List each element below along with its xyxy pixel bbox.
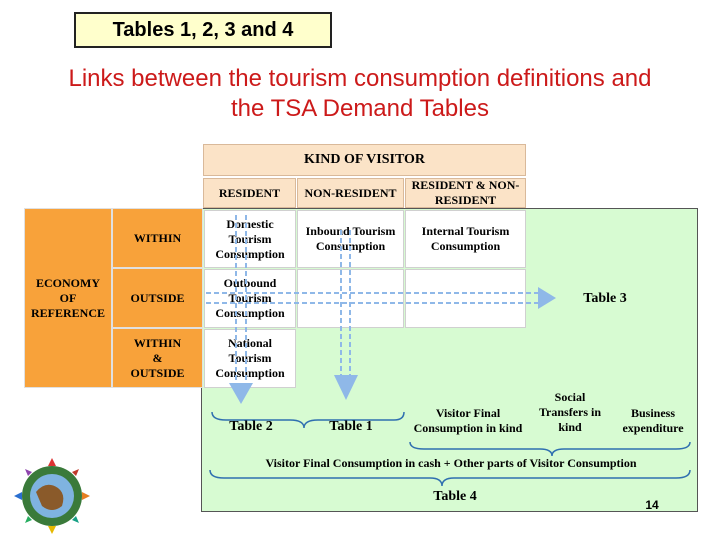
national-tourism-consumption-cell: National Tourism Consumption xyxy=(204,329,296,388)
table-1-label: Table 1 xyxy=(329,419,373,434)
empty-cell-outside-both xyxy=(405,269,526,328)
business-line-1: Business xyxy=(630,406,676,420)
business-line-2: expenditure xyxy=(622,421,684,435)
domestic-line-3: Consumption xyxy=(215,246,285,261)
visitor-final-consumption-in-cash: Visitor Final Consumption in cash + Othe… xyxy=(265,455,637,470)
arrow-head-table3 xyxy=(538,287,556,309)
internal-tourism-consumption-cell: Internal Tourism Consumption xyxy=(405,210,526,268)
national-line-1: National xyxy=(227,336,272,350)
social-transfers-line-1: Social xyxy=(554,389,586,404)
resident-and-non-resident-header: RESIDENT & NON- RESIDENT xyxy=(405,178,526,208)
internal-line-1: Internal Tourism xyxy=(421,224,510,238)
within-and-outside-label: WITHIN & OUTSIDE xyxy=(112,328,203,388)
outside-label: OUTSIDE xyxy=(112,268,203,328)
brace-table2-table1 xyxy=(211,411,405,429)
domestic-line-1: Domestic xyxy=(226,216,274,231)
resident-header: RESIDENT xyxy=(203,178,296,208)
subtitle-line-1: Links between the tourism consumption de… xyxy=(68,65,652,92)
economy-line-2: OF xyxy=(59,290,77,305)
table-3-label: Table 3 xyxy=(583,291,627,306)
slide-subtitle: Links between the tourism consumption de… xyxy=(0,64,720,124)
arrow-head-table2 xyxy=(229,383,253,404)
economy-line-1: ECONOMY xyxy=(36,275,100,290)
internal-line-2: Consumption xyxy=(430,239,501,253)
domestic-tourism-consumption-cell: Domestic Tourism Consumption xyxy=(204,210,296,268)
visitor-final-line-2: Consumption in kind xyxy=(413,421,523,435)
social-transfers-in-kind: Social Transfers in kind xyxy=(530,388,610,436)
table-4-label: Table 4 xyxy=(433,489,477,504)
domestic-line-2: Tourism xyxy=(228,231,272,246)
national-line-3: Consumption xyxy=(215,366,285,380)
visitor-final-consumption-in-kind: Visitor Final Consumption in kind xyxy=(404,404,532,438)
business-expenditure: Business expenditure xyxy=(612,404,694,438)
organization-logo xyxy=(0,444,108,540)
outbound-line-2: Tourism xyxy=(228,291,272,305)
resident-and-non-resident-line-2: RESIDENT xyxy=(434,193,497,207)
within-outside-line-1: WITHIN xyxy=(133,335,182,350)
within-label: WITHIN xyxy=(112,208,203,268)
slide-title: Tables 1, 2, 3 and 4 xyxy=(74,12,332,48)
page-number: 14 xyxy=(645,498,659,512)
national-line-2: Tourism xyxy=(228,351,272,365)
visitor-final-line-1: Visitor Final xyxy=(435,406,501,420)
arrow-head-table1 xyxy=(334,375,358,400)
outbound-tourism-consumption-cell: Outbound Tourism Consumption xyxy=(204,269,296,328)
non-resident-header: NON-RESIDENT xyxy=(297,178,404,208)
brace-table4 xyxy=(209,469,691,487)
resident-and-non-resident-line-1: RESIDENT & NON- xyxy=(411,178,520,192)
social-transfers-line-3: kind xyxy=(558,419,582,434)
brace-components xyxy=(409,441,691,457)
within-outside-line-2: & xyxy=(152,350,163,365)
within-outside-line-3: OUTSIDE xyxy=(130,365,185,380)
outbound-line-3: Consumption xyxy=(215,306,285,320)
logo-emblem xyxy=(0,444,108,540)
social-transfers-line-2: Transfers in xyxy=(538,404,602,419)
kind-of-visitor-header: KIND OF VISITOR xyxy=(203,144,526,176)
subtitle-line-2: the TSA Demand Tables xyxy=(231,95,489,122)
economy-of-reference-label: ECONOMY OF REFERENCE xyxy=(24,208,112,388)
table-2-label: Table 2 xyxy=(229,419,273,434)
economy-line-3: REFERENCE xyxy=(30,305,105,320)
